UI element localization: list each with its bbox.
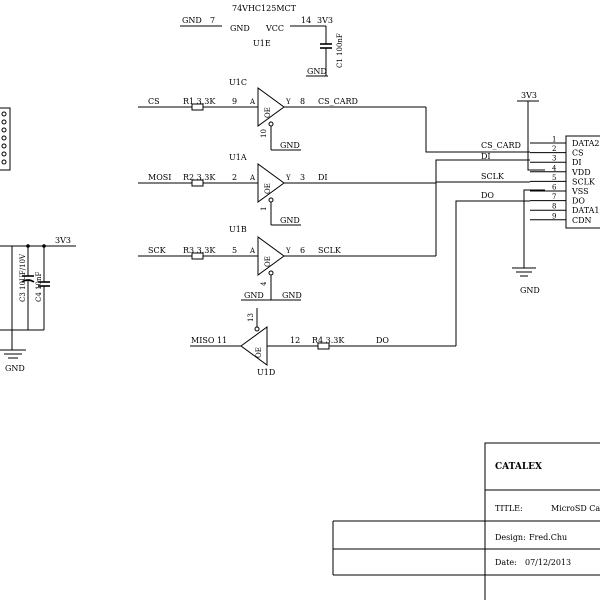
u1a-out-net: DI xyxy=(318,173,328,182)
u1c-res: R1 3.3K xyxy=(183,97,216,106)
u1a-oe-pin: 1 xyxy=(260,207,268,211)
connector-gnd: GND xyxy=(520,286,540,295)
u1a-out-pin: 3 xyxy=(300,173,305,182)
u1e-vcc-label: VCC xyxy=(265,24,284,33)
connector-vcc: 3V3 xyxy=(521,91,537,100)
power-gnd: GND xyxy=(5,364,25,373)
u1d-buffer xyxy=(240,326,268,366)
title-value: MicroSD Card xyxy=(551,504,600,513)
connector-pin-number: 6 xyxy=(552,184,557,192)
u1b-oe-pin: 4 xyxy=(260,281,268,286)
net-cs-card: CS_CARD xyxy=(481,141,521,150)
u1a-ref: U1A xyxy=(229,153,247,162)
u1c-oe: OE xyxy=(264,107,272,118)
u1d-right-pin: 12 xyxy=(290,336,300,345)
u1b-buffer xyxy=(257,236,285,276)
u1b-y: Y xyxy=(285,247,291,255)
u1a-oe: OE xyxy=(264,183,272,194)
designer-name: Fred.Chu xyxy=(529,533,567,542)
u1a-oe-gnd: GND xyxy=(280,216,300,225)
connector-pin-number: 9 xyxy=(552,212,556,220)
c1-gnd: GND xyxy=(307,67,327,76)
c4-label: C4 10nF xyxy=(35,272,43,302)
connector-pin-number: 4 xyxy=(552,164,557,172)
connector-pin-number: 3 xyxy=(552,155,556,163)
u1e-gnd-pin: 7 xyxy=(210,16,215,25)
c1-label: C1 100nF xyxy=(336,33,344,68)
left-header xyxy=(0,107,11,171)
connector-pin-name: VDD xyxy=(571,168,591,177)
u1e-gnd-label: GND xyxy=(230,24,250,33)
connector-pin-name: VSS xyxy=(571,187,589,196)
u1b-res: R3 3.3K xyxy=(183,246,216,255)
design-label: Design: xyxy=(495,533,526,542)
connector-pin-name: DATA1 xyxy=(572,206,600,215)
c3-label: C3 10UF/10V xyxy=(19,253,27,302)
u1c-out-net: CS_CARD xyxy=(318,97,358,106)
date-label: Date: xyxy=(495,558,517,567)
u1d-res: R4 3.3K xyxy=(312,336,345,345)
u1b-a: A xyxy=(249,247,256,255)
connector-pin-number: 7 xyxy=(552,193,556,201)
u1c-oe-pin: 10 xyxy=(260,129,268,138)
net-do: DO xyxy=(481,191,494,200)
u1c-oe-gnd: GND xyxy=(280,141,300,150)
title-block xyxy=(332,442,600,600)
connector-pin-number: 1 xyxy=(552,136,556,144)
u1e-part-number: 74VHC125MCT xyxy=(232,4,297,13)
u1b-oe-gnd-left: GND xyxy=(244,291,264,300)
connector-pin-name: DATA2 xyxy=(572,139,600,148)
u1d-right-net: DO xyxy=(376,336,389,345)
company-name: CATALEX xyxy=(495,462,542,472)
u1c-y: Y xyxy=(285,98,291,106)
microsd-connector xyxy=(565,135,600,229)
u1e-gnd-net: GND xyxy=(182,16,202,25)
u1c-in-pin: 9 xyxy=(232,97,237,106)
connector-pin-number: 5 xyxy=(552,174,556,182)
u1a-buffer xyxy=(257,163,285,203)
connector-pin-name: DO xyxy=(572,197,585,206)
connector-pin-name: SCLK xyxy=(572,177,596,186)
u1c-in-net: CS xyxy=(148,97,160,106)
u1a-res: R2 3.3K xyxy=(183,173,216,182)
u1c-ref: U1C xyxy=(229,78,247,87)
u1b-in-pin: 5 xyxy=(232,246,237,255)
u1e-vcc-pin: 14 xyxy=(301,16,311,25)
u1a-y: Y xyxy=(285,174,291,182)
u1b-out-pin: 6 xyxy=(300,246,305,255)
u1e-vcc-net: 3V3 xyxy=(317,16,333,25)
net-di: DI xyxy=(481,152,491,161)
u1a-in-net: MOSI xyxy=(148,173,171,182)
title-label: TITLE: xyxy=(495,504,523,513)
connector-pin-name: DI xyxy=(572,158,582,167)
connector-pin-name: CDN xyxy=(572,216,592,225)
u1b-oe: OE xyxy=(264,256,272,267)
u1d-ref: U1D xyxy=(257,368,275,377)
u1a-a: A xyxy=(249,174,256,182)
connector-pin-number: 2 xyxy=(552,145,556,153)
u1d-left-pin: 11 xyxy=(217,336,227,345)
u1b-oe-gnd-right: GND xyxy=(282,291,302,300)
u1c-a: A xyxy=(249,98,256,106)
connector-pin-name: CS xyxy=(572,149,584,158)
u1c-out-pin: 8 xyxy=(300,97,305,106)
u1d-oe-pin: 13 xyxy=(247,313,255,322)
u1b-in-net: SCK xyxy=(148,246,167,255)
connector-pin-number: 8 xyxy=(552,203,556,211)
u1d-left-net: MISO xyxy=(191,336,215,345)
u1b-out-net: SCLK xyxy=(318,246,342,255)
u1c-buffer xyxy=(257,87,285,127)
u1d-oe: OE xyxy=(255,347,263,358)
power-net: 3V3 xyxy=(55,236,71,245)
date-value: 07/12/2013 xyxy=(525,558,571,567)
u1a-in-pin: 2 xyxy=(232,173,237,182)
u1b-ref: U1B xyxy=(229,225,247,234)
net-sclk: SCLK xyxy=(481,172,505,181)
u1e-ref: U1E xyxy=(253,39,271,48)
